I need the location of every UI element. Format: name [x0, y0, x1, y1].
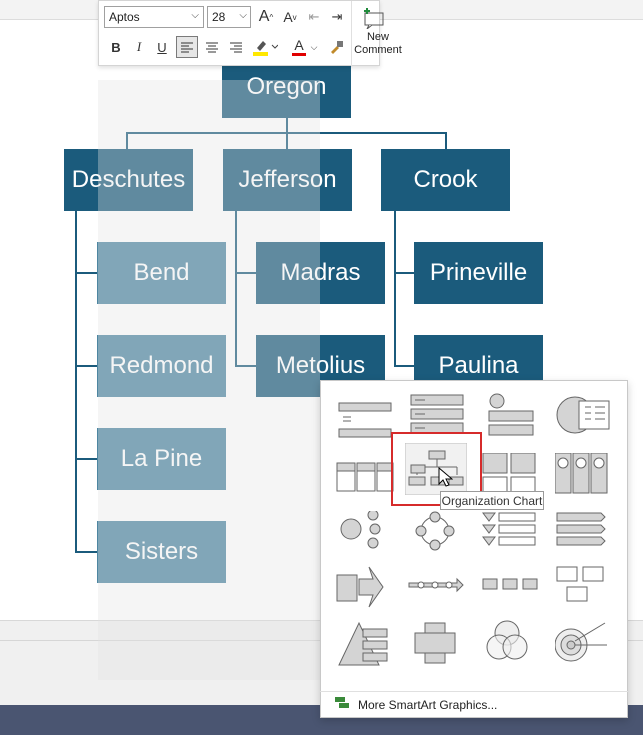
organization-chart-icon[interactable] [405, 443, 467, 495]
org-box-county[interactable]: Deschutes [64, 149, 193, 211]
connector [75, 551, 98, 553]
org-box-city[interactable]: Redmond [97, 335, 226, 397]
font-name-dropdown[interactable]: Aptos ⌵ [104, 6, 204, 28]
highlighter-icon [253, 41, 278, 56]
horizontal-bullet-list-icon[interactable] [335, 455, 395, 505]
connector [75, 458, 98, 460]
underline-button[interactable]: U [157, 39, 167, 55]
vertical-chevron-list-icon[interactable] [481, 511, 541, 561]
basic-process-icon[interactable] [481, 565, 541, 615]
connector [286, 118, 288, 133]
font-name-value: Aptos [109, 10, 140, 24]
org-box-city[interactable]: La Pine [97, 428, 226, 490]
align-center-icon [206, 42, 218, 53]
align-left-button[interactable] [176, 36, 198, 58]
divider [351, 1, 352, 67]
vertical-bullet-list-icon[interactable] [335, 393, 395, 443]
font-color-swatch [292, 53, 306, 56]
connector [394, 210, 396, 367]
smartart-gallery [320, 380, 628, 718]
font-size-dropdown[interactable]: 28 ⌵ [207, 6, 251, 28]
chevron-down-icon: ⌵ [239, 10, 247, 21]
vertical-circle-list-icon[interactable] [481, 391, 541, 441]
connector [75, 210, 77, 552]
chevron-down-icon[interactable]: ⌵ [310, 41, 318, 52]
connector [445, 132, 447, 150]
font-color-icon: A [294, 37, 304, 53]
connector [235, 210, 237, 367]
tooltip: Organization Chart [440, 491, 544, 510]
basic-timeline-icon[interactable] [407, 565, 467, 615]
decrease-indent-icon[interactable]: ⇤ [308, 9, 320, 24]
upward-arrow-process-icon[interactable] [335, 565, 395, 615]
chevron-down-icon: ⌵ [191, 10, 199, 21]
connector [235, 272, 257, 274]
shrink-font-icon: A [283, 9, 293, 25]
smartart-icon [334, 696, 350, 713]
connector [394, 272, 416, 274]
new-comment-label: New Comment [354, 31, 402, 56]
org-box-county[interactable]: Jefferson [223, 149, 352, 211]
align-left-icon [181, 42, 193, 53]
org-box-root[interactable]: Oregon [222, 56, 351, 118]
paintbrush-icon [331, 41, 343, 54]
vertical-picture-list-icon[interactable] [555, 453, 615, 503]
font-size-value: 28 [212, 10, 226, 24]
radial-cluster-icon[interactable] [335, 511, 395, 561]
align-right-icon [230, 42, 242, 53]
picture-process-icon[interactable] [555, 565, 615, 615]
org-box-city[interactable]: Sisters [97, 521, 226, 583]
bold-button[interactable]: B [111, 39, 121, 55]
hierarchy-list-icon[interactable] [407, 391, 467, 441]
red-highlight-box [391, 432, 482, 506]
selection-highlight [98, 80, 320, 680]
format-painter-button[interactable] [327, 36, 347, 58]
connector [235, 365, 257, 367]
more-smartart-graphics-item[interactable]: More SmartArt Graphics... [320, 691, 628, 717]
org-box-city[interactable]: Madras [256, 242, 385, 304]
highlight-color-button[interactable] [251, 36, 279, 58]
connector [126, 132, 128, 150]
horizontal-chevron-process-icon[interactable] [555, 511, 615, 561]
grow-font-icon: A [258, 8, 270, 25]
increase-indent-icon[interactable]: ⇥ [331, 9, 343, 24]
mouse-cursor-icon [437, 466, 454, 493]
new-comment-button[interactable] [353, 3, 384, 65]
connector [75, 272, 98, 274]
align-right-button[interactable] [225, 36, 247, 58]
align-center-button[interactable] [201, 36, 223, 58]
connector [286, 132, 288, 150]
matrix-icon[interactable] [407, 619, 467, 669]
font-color-button[interactable]: A [285, 36, 313, 58]
target-list-icon[interactable] [555, 619, 615, 669]
italic-button[interactable]: I [136, 39, 142, 54]
segmented-circle-list-icon[interactable] [555, 391, 615, 441]
grow-font-button[interactable]: A^ [258, 8, 274, 25]
more-smartart-label: More SmartArt Graphics... [358, 697, 498, 712]
org-box-county[interactable]: Crook [381, 149, 510, 211]
connector [394, 365, 416, 367]
new-comment-icon [364, 8, 384, 29]
segmented-pyramid-icon[interactable] [335, 619, 395, 669]
venn-icon[interactable] [481, 619, 541, 669]
cycle-matrix-icon[interactable] [407, 511, 467, 561]
org-box-city[interactable]: Bend [97, 242, 226, 304]
org-box-city[interactable]: Prineville [414, 242, 543, 304]
connector [75, 365, 98, 367]
